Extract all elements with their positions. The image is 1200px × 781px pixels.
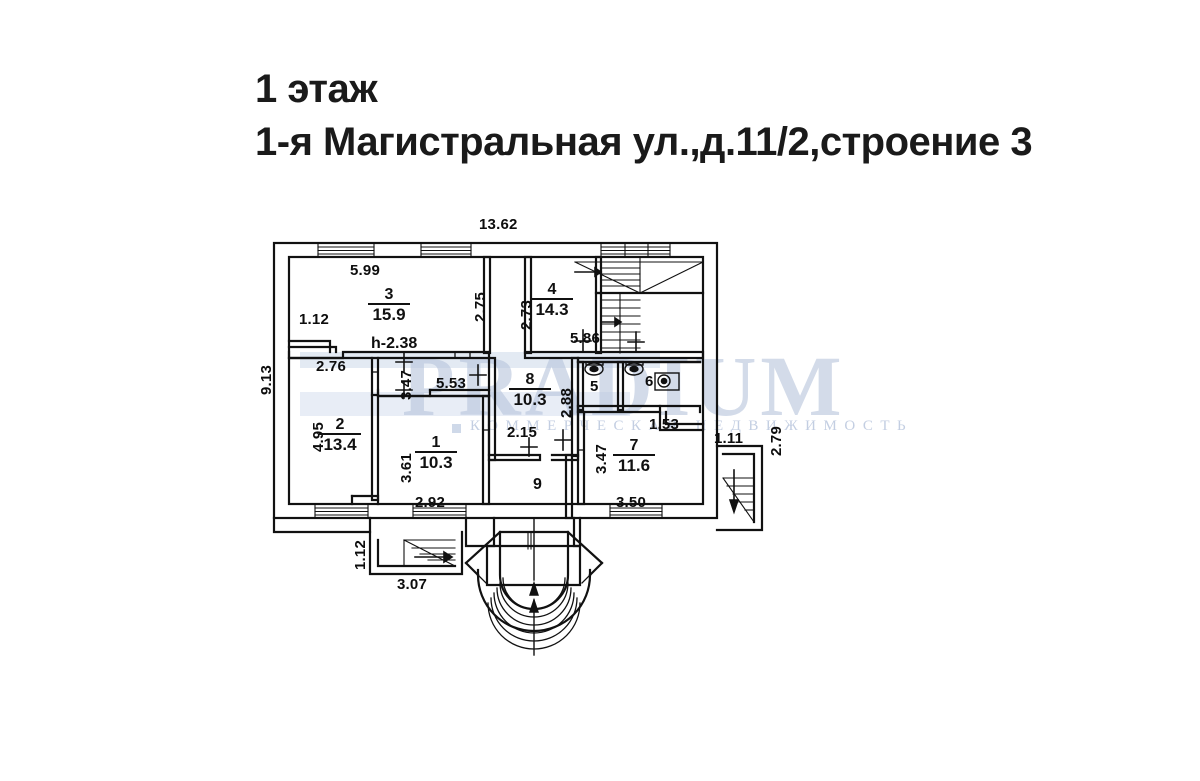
dimension-room2-top-width: 2.76 — [316, 358, 346, 375]
exterior-stair-left-arrow — [414, 550, 454, 564]
window-top-2 — [420, 242, 472, 258]
room-number-7: 7 — [629, 437, 639, 454]
room-label-8: 8 10.3 — [500, 372, 560, 409]
title-floor-label: 1 этаж — [255, 67, 378, 111]
door-room3 — [454, 351, 471, 359]
exterior-stair-right — [715, 444, 764, 532]
entrance-threshold — [527, 532, 532, 550]
entrance-porch-rails — [469, 566, 599, 584]
room-number-3: 3 — [384, 286, 394, 303]
room-divider-1 — [415, 451, 457, 453]
interior-wall-room3 — [482, 255, 492, 355]
interior-wall-room2-room1 — [350, 356, 380, 506]
room-divider-2 — [319, 433, 361, 435]
dimension-room1-bottom-width: 2.92 — [415, 494, 445, 511]
room-area-4: 14.3 — [535, 300, 569, 319]
room-area-8: 10.3 — [513, 390, 547, 409]
room-divider-7 — [613, 454, 655, 456]
dimension-ticks — [395, 329, 645, 457]
room-number-8: 8 — [525, 371, 535, 388]
exterior-stair-left-treads — [403, 539, 456, 567]
toilet-fixture-room6 — [624, 361, 644, 376]
dimension-room3-right-height: 2.75 — [472, 292, 489, 322]
exterior-wall-offset — [272, 516, 582, 548]
dimension-stair-right-height: 2.79 — [768, 426, 785, 456]
window-stair-top — [600, 242, 649, 258]
interior-staircase — [574, 256, 704, 354]
dimension-stair-left-width: 3.07 — [397, 576, 427, 593]
room-area-3: 15.9 — [372, 305, 406, 324]
room-number-4: 4 — [547, 281, 557, 298]
room-divider-8 — [509, 388, 551, 390]
room-label-4: 4 14.3 — [522, 282, 582, 319]
stair-direction-arrow-up — [574, 266, 603, 278]
room-label-7: 7 11.6 — [604, 438, 664, 475]
room-divider-4 — [531, 298, 573, 300]
dimension-corridor-width: 5.53 — [436, 375, 466, 392]
interior-wall-corridor — [376, 388, 491, 398]
interior-wall-stair-enclosure — [594, 255, 705, 355]
dimension-room9-width: 2.15 — [507, 424, 537, 441]
ceiling-height-note: h-2.38 — [371, 335, 418, 352]
dimension-room3-left-offset: 1.12 — [299, 311, 329, 328]
window-top-1 — [317, 242, 375, 258]
room-area-7: 11.6 — [617, 456, 651, 475]
dimension-room7-top-width: 1.53 — [649, 416, 679, 433]
window-bottom-3 — [609, 503, 663, 519]
room-number-9: 9 — [533, 476, 542, 493]
dimension-room8-right-height: 2.88 — [558, 388, 575, 418]
dimension-corridor-height: 3.47 — [398, 370, 415, 400]
room-divider-3 — [368, 303, 410, 305]
sink-fixture-room6 — [654, 372, 680, 391]
room-number-5: 5 — [590, 378, 599, 395]
title-address-label: 1-я Магистральная ул.,д.11/2,строение 3 — [255, 120, 1033, 164]
dimension-room7-bottom-width: 3.50 — [616, 494, 646, 511]
room-label-1: 1 10.3 — [406, 435, 466, 472]
room-label-2: 2 13.4 — [310, 417, 370, 454]
room-number-1: 1 — [431, 434, 441, 451]
room-area-2: 13.4 — [323, 435, 357, 454]
room-number-2: 2 — [335, 416, 345, 433]
dimension-overall-width: 13.62 — [479, 216, 518, 233]
room-number-6: 6 — [645, 373, 654, 390]
stair-direction-arrow-down — [600, 316, 623, 328]
exterior-stair-right-arrow — [728, 469, 740, 515]
exterior-stair-right-treads — [722, 477, 755, 523]
exterior-stair-left — [368, 530, 464, 576]
interior-wall-room3-nook — [287, 339, 338, 354]
dimension-room4-bottom-width: 5.86 — [570, 330, 600, 347]
window-bottom-2 — [412, 503, 467, 519]
exterior-wall — [272, 241, 719, 520]
interior-wall-room4-bottom — [523, 350, 705, 360]
interior-wall-room7 — [576, 410, 705, 506]
room-label-3: 3 15.9 — [359, 287, 419, 324]
page-title: 1 этаж 1-я Магистральная ул.,д.11/2,стро… — [255, 66, 1155, 166]
dimension-stair-left-height: 1.12 — [352, 540, 369, 570]
window-bottom-1 — [314, 503, 369, 519]
dimension-room3-width: 5.99 — [350, 262, 380, 279]
room-area-1: 10.3 — [419, 453, 453, 472]
entrance-door-arrow — [529, 517, 539, 656]
toilet-fixture-room5 — [584, 361, 604, 376]
dimension-stair-right-width: 1.11 — [714, 430, 744, 447]
dimension-overall-height: 9.13 — [258, 365, 275, 395]
